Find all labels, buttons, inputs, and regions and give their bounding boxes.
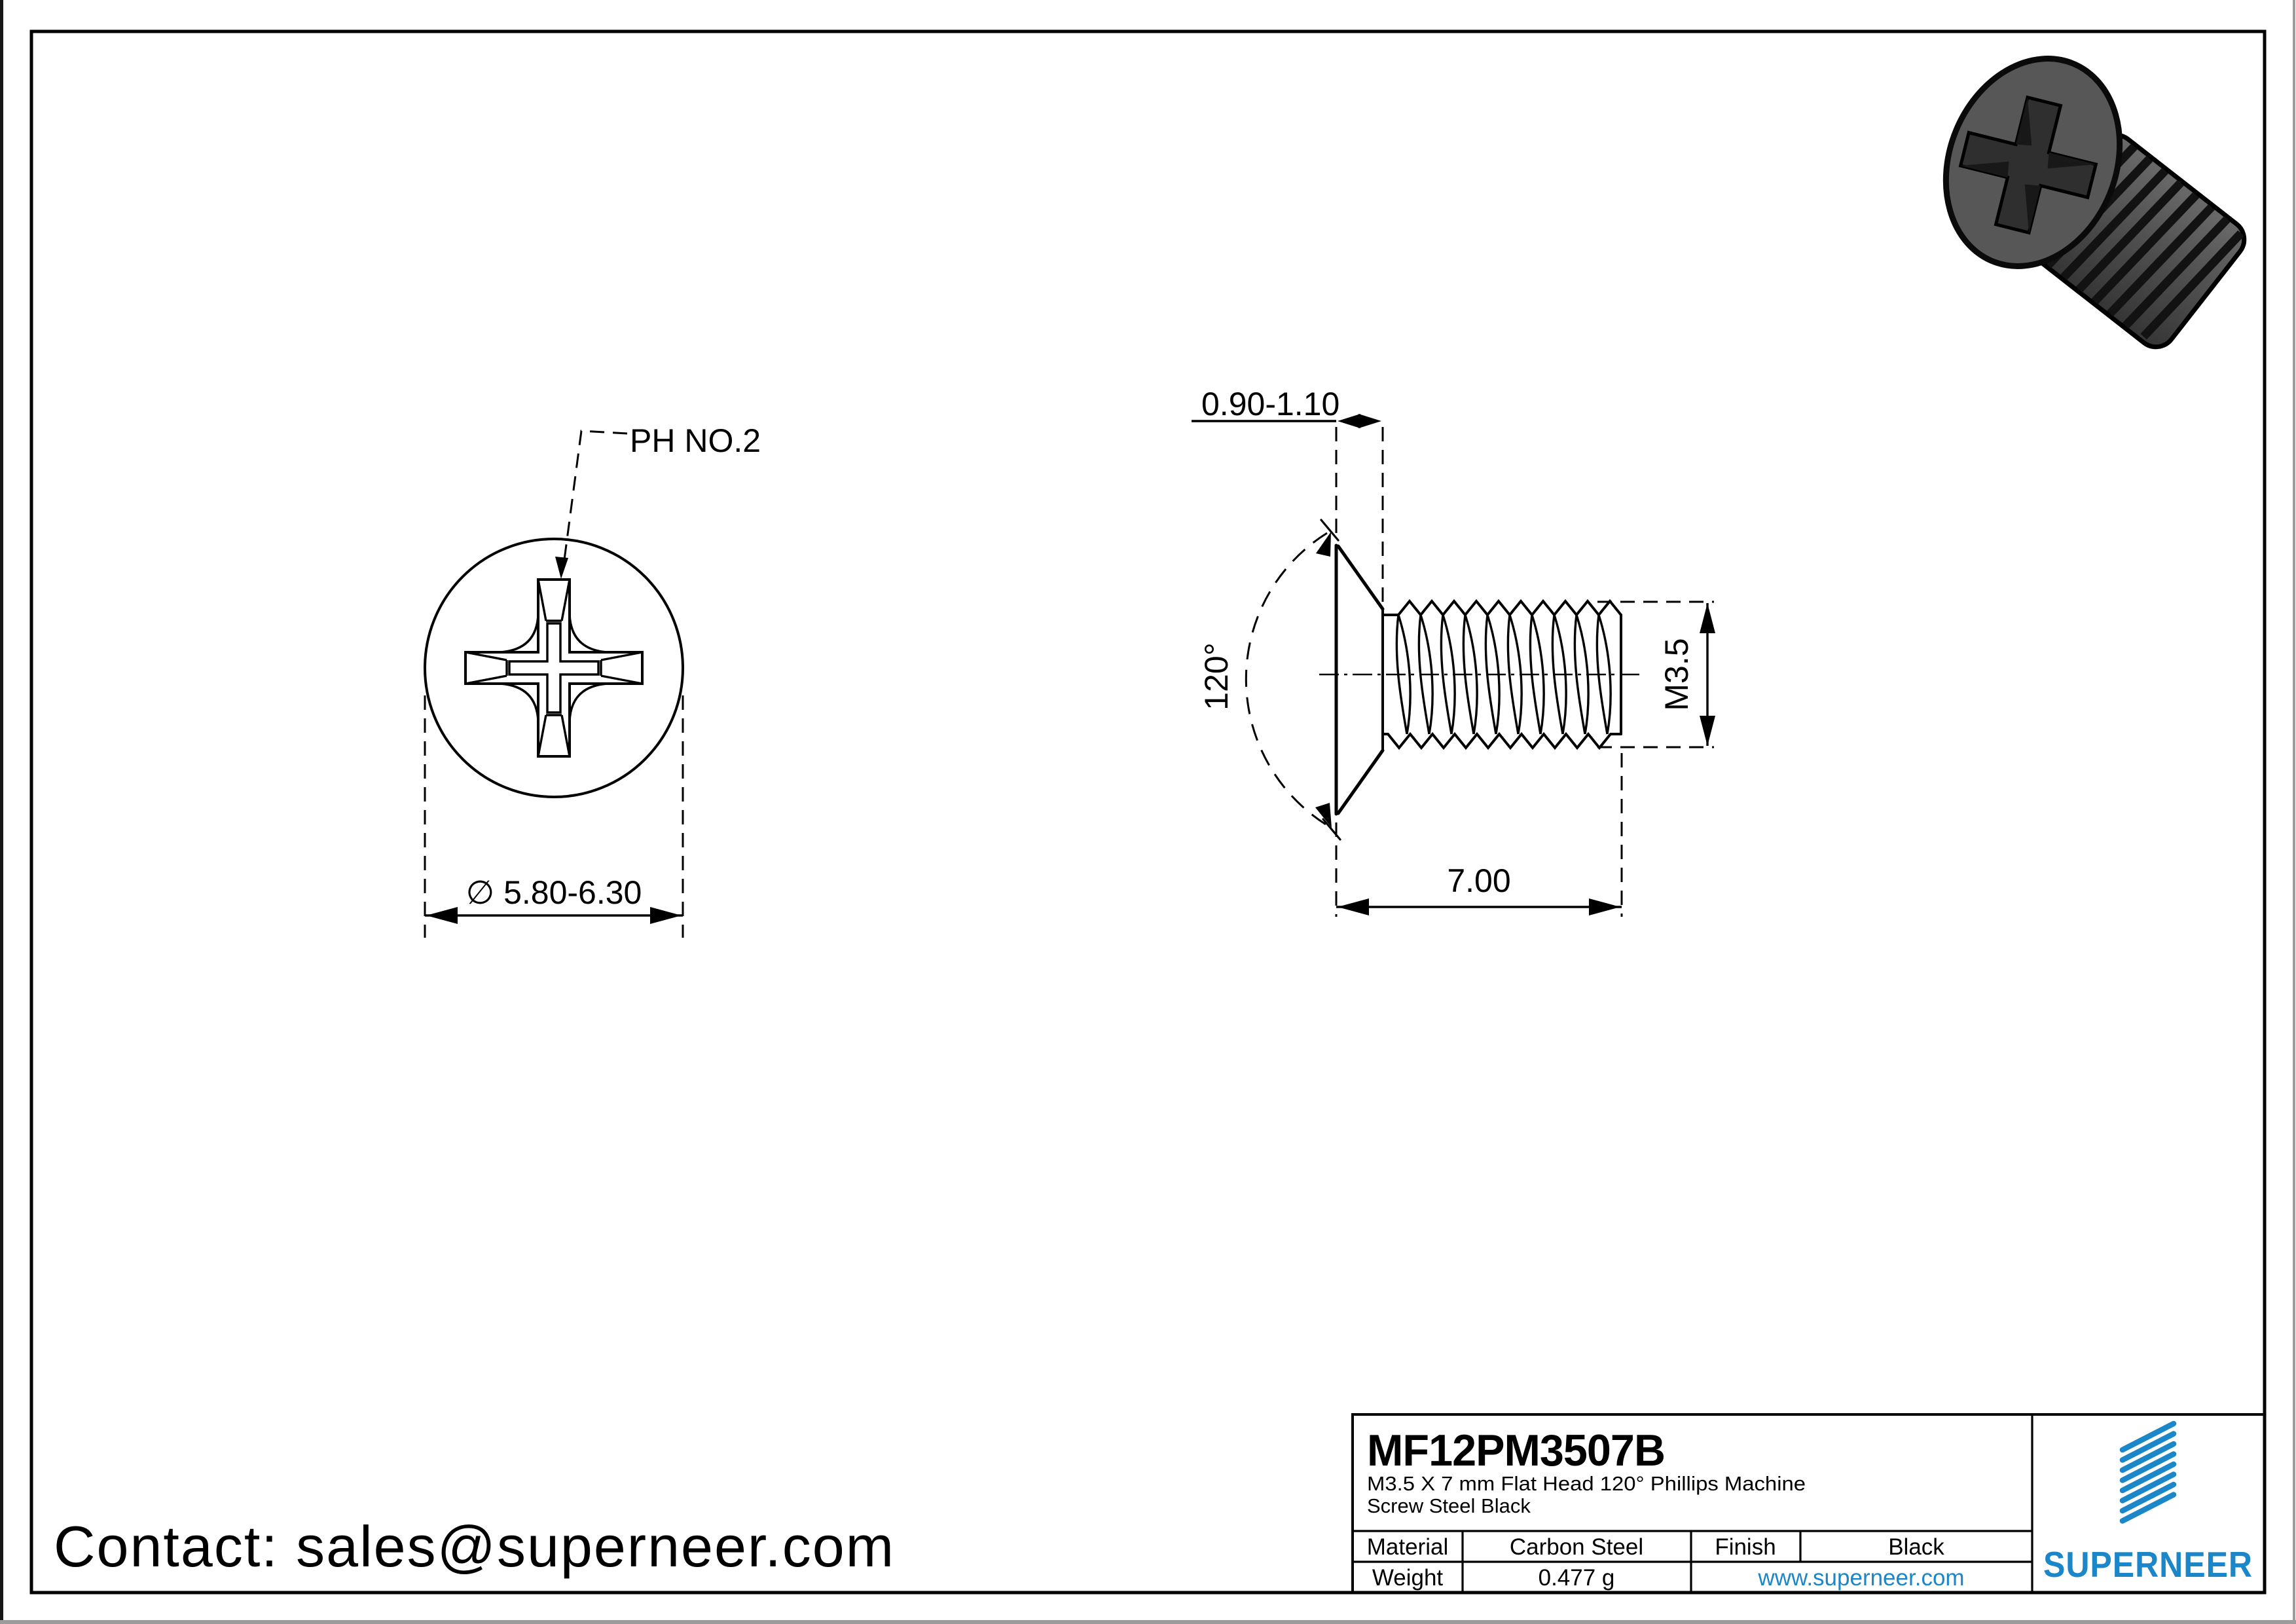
page-left-edge <box>0 0 3 1621</box>
length-dimension: 7.00 <box>1335 753 1623 917</box>
side-view: 0.90-1.10 120° M3.5 <box>1192 386 1715 917</box>
description-line2: Screw Steel Black <box>1367 1494 1531 1517</box>
recess-leader <box>555 430 628 579</box>
screw-head-profile <box>1334 544 1385 816</box>
material-label: Material <box>1367 1534 1448 1560</box>
page-bottom-edge <box>0 1620 2296 1624</box>
website-link: www.superneer.com <box>1757 1565 1964 1591</box>
length-label: 7.00 <box>1447 862 1510 899</box>
recess-label: PH NO.2 <box>630 422 761 459</box>
description-line1: M3.5 X 7 mm Flat Head 120° Phillips Mach… <box>1367 1472 1806 1495</box>
contact-text: Contact: sales@superneer.com <box>54 1514 895 1579</box>
thread-profile <box>1381 599 1622 750</box>
finish-label: Finish <box>1715 1534 1776 1560</box>
phillips-recess-3d <box>1958 95 2098 235</box>
weight-value: 0.477 g <box>1539 1565 1615 1591</box>
diameter-dimension: ∅ 5.80-6.30 <box>424 695 684 938</box>
angle-label: 120° <box>1198 642 1235 710</box>
thread-size-label: M3.5 <box>1658 638 1695 710</box>
head-height-label: 0.90-1.10 <box>1201 386 1339 422</box>
head-height-dimension: 0.90-1.10 <box>1192 386 1384 604</box>
superneer-logo-icon <box>2119 1420 2177 1524</box>
brand-name: SUPERNEER <box>2043 1544 2253 1585</box>
finish-value: Black <box>1888 1534 1944 1560</box>
title-block: MF12PM3507B M3.5 X 7 mm Flat Head 120° P… <box>1351 1413 2266 1594</box>
page-right-edge <box>2293 0 2295 1621</box>
drawing-frame <box>29 29 2267 1595</box>
screw-3d-render <box>1942 56 2247 350</box>
part-number: MF12PM3507B <box>1367 1426 1665 1475</box>
screw-head-outline <box>424 538 684 798</box>
weight-label: Weight <box>1372 1565 1444 1591</box>
phillips-recess <box>464 578 644 758</box>
angle-dimension: 120° <box>1198 519 1341 841</box>
diameter-label: ∅ 5.80-6.30 <box>466 874 642 911</box>
front-view: PH NO.2 ∅ 5.80-6.30 <box>424 422 761 938</box>
material-value: Carbon Steel <box>1510 1534 1643 1560</box>
thread-dimension: M3.5 <box>1597 600 1715 748</box>
